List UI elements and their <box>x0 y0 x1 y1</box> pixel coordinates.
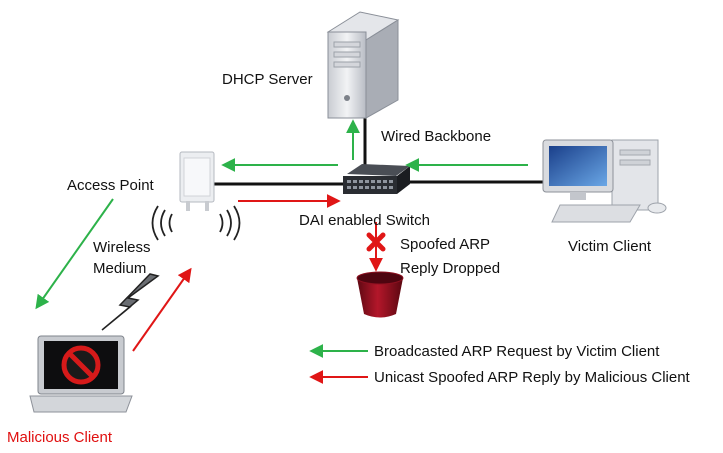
red-arrows <box>132 194 383 384</box>
arrow-malicious-to-ap <box>132 267 192 352</box>
malicious-client-label: Malicious Client <box>7 429 113 446</box>
access-point-icon <box>179 151 215 211</box>
legend-green-label: Broadcasted ARP Request by Victim Client <box>374 343 660 360</box>
dhcp-server-icon <box>326 11 400 119</box>
wireless-medium-label-line2: Medium <box>93 260 147 277</box>
legend-red-label: Unicast Spoofed ARP Reply by Malicious C… <box>374 369 690 386</box>
malicious-client-laptop-icon <box>29 335 133 413</box>
wireless-medium-label-line1: Wireless <box>93 239 151 256</box>
victim-client-label: Victim Client <box>568 238 652 255</box>
dhcp-server-label: DHCP Server <box>222 71 313 88</box>
arrow-ap-to-malicious <box>35 198 114 310</box>
wired-backbone-label: Wired Backbone <box>381 128 492 145</box>
victim-client-icon <box>542 139 667 223</box>
spoofed-arp-label-line2: Reply Dropped <box>400 260 501 277</box>
lightning-bolt-icon <box>101 273 160 331</box>
green-arrows <box>35 119 528 358</box>
switch-icon <box>343 164 410 194</box>
wireless-waves-icon <box>151 205 241 241</box>
spoofed-arp-label-line1: Spoofed ARP <box>400 236 491 253</box>
switch-label: DAI enabled Switch <box>299 212 430 229</box>
trash-bin-icon <box>356 271 404 318</box>
cables <box>213 110 555 186</box>
access-point-label: Access Point <box>67 177 154 194</box>
